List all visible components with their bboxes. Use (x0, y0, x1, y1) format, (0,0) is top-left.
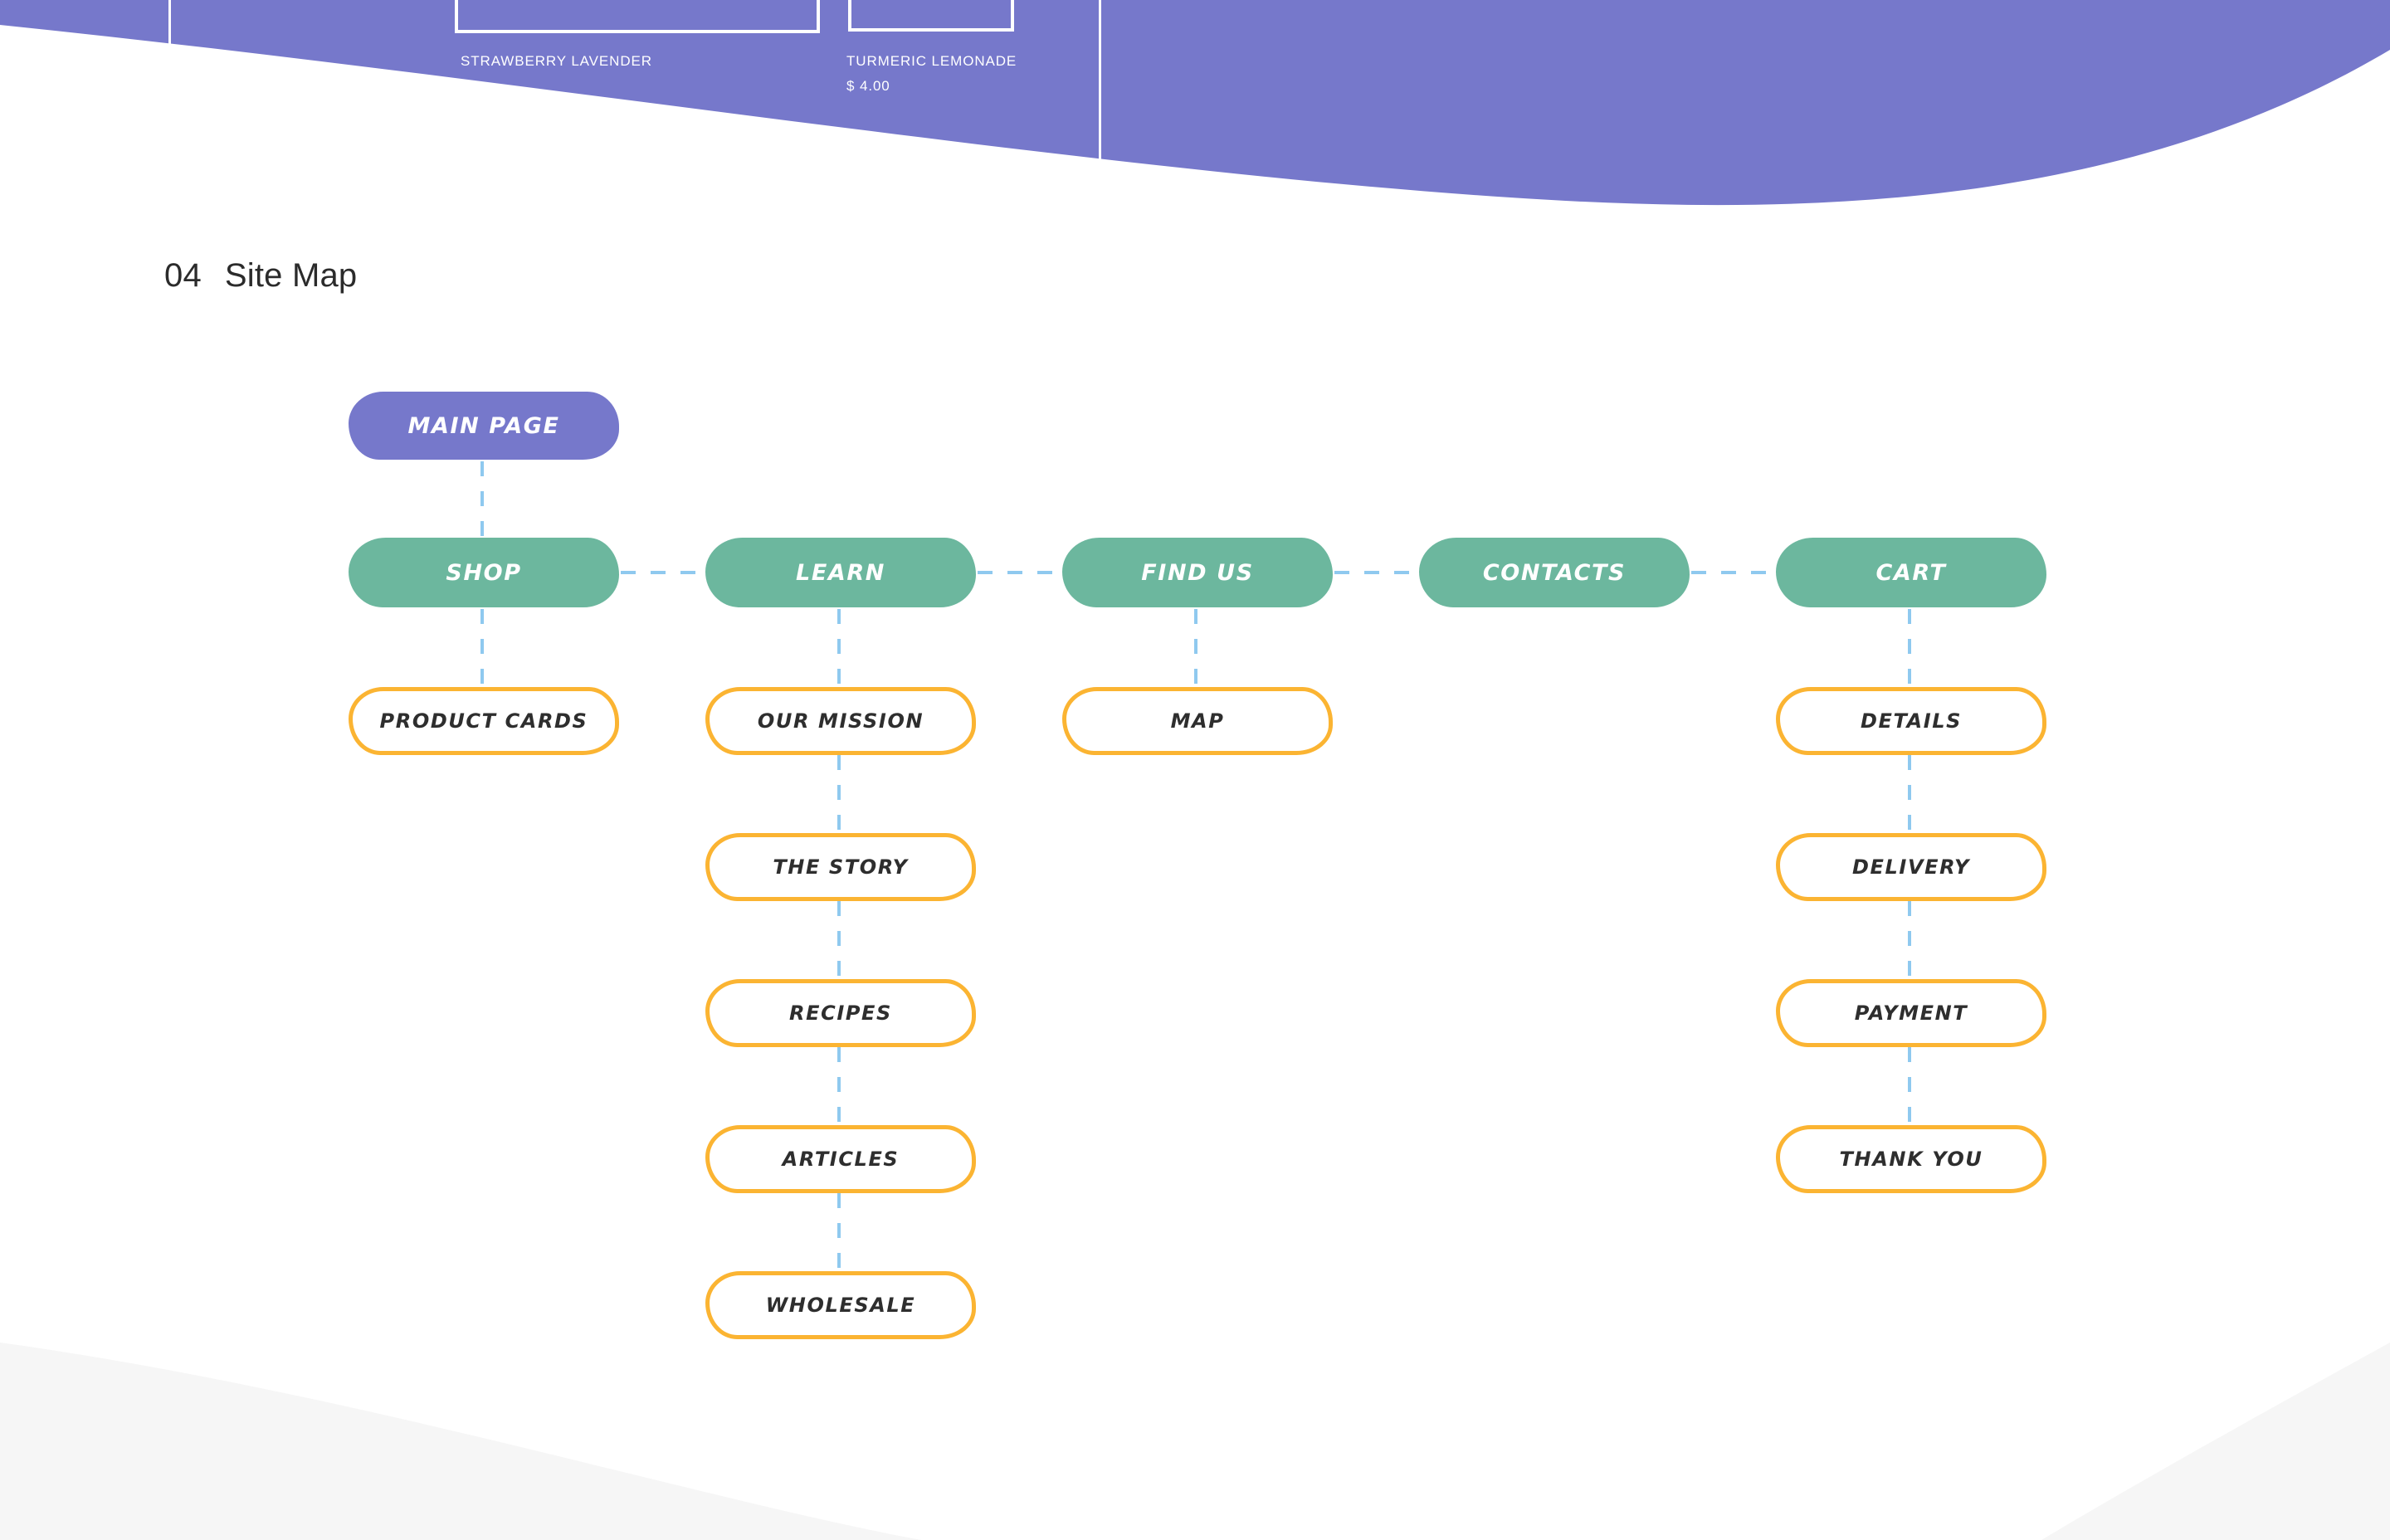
sitemap-node-product-cards[interactable]: PRODUCT CARDS (349, 687, 619, 755)
sitemap-node-label: CONTACTS (1482, 559, 1627, 586)
sitemap-node-our-mission[interactable]: OUR MISSION (705, 687, 976, 755)
sitemap-node-label: MAIN PAGE (407, 412, 560, 439)
sitemap-node-label: WHOLESALE (765, 1294, 916, 1317)
sitemap-node-label: CART (1875, 559, 1947, 586)
sitemap-node-details[interactable]: DETAILS (1776, 687, 2046, 755)
sitemap-node-articles[interactable]: ARTICLES (705, 1125, 976, 1193)
sitemap-node-label: ARTICLES (782, 1148, 900, 1171)
sitemap-node-label: THE STORY (773, 855, 909, 879)
sitemap-node-label: SHOP (446, 559, 522, 586)
sitemap-node-label: OUR MISSION (757, 709, 924, 733)
sitemap-node-label: DETAILS (1860, 709, 1963, 733)
sitemap-node-the-story[interactable]: THE STORY (705, 833, 976, 901)
sitemap-node-wholesale[interactable]: WHOLESALE (705, 1271, 976, 1339)
sitemap-node-map[interactable]: MAP (1062, 687, 1333, 755)
sitemap-node-label: MAP (1170, 709, 1225, 733)
sitemap-node-cart[interactable]: CART (1776, 538, 2046, 607)
sitemap-node-learn[interactable]: LEARN (705, 538, 976, 607)
sitemap-node-label: THANK YOU (1839, 1148, 1983, 1171)
section-number: 04 (164, 257, 202, 294)
section-title: Site Map (224, 257, 358, 294)
sitemap-node-label: LEARN (796, 559, 885, 586)
sitemap-node-label: PAYMENT (1854, 1001, 1968, 1025)
sitemap-node-label: FIND US (1141, 559, 1254, 586)
sitemap-node-main-page[interactable]: MAIN PAGE (349, 392, 619, 460)
sitemap-node-find-us[interactable]: FIND US (1062, 538, 1333, 607)
sitemap-node-delivery[interactable]: DELIVERY (1776, 833, 2046, 901)
sitemap-node-label: RECIPES (789, 1001, 892, 1025)
sitemap-node-contacts[interactable]: CONTACTS (1419, 538, 1690, 607)
sitemap-node-label: PRODUCT CARDS (379, 709, 588, 733)
page-title: 04 Site Map (164, 257, 357, 295)
sitemap-node-label: DELIVERY (1852, 855, 1970, 879)
sitemap-node-recipes[interactable]: RECIPES (705, 979, 976, 1047)
sitemap-node-payment[interactable]: PAYMENT (1776, 979, 2046, 1047)
sitemap-node-thank-you[interactable]: THANK YOU (1776, 1125, 2046, 1193)
sitemap-node-shop[interactable]: SHOP (349, 538, 619, 607)
